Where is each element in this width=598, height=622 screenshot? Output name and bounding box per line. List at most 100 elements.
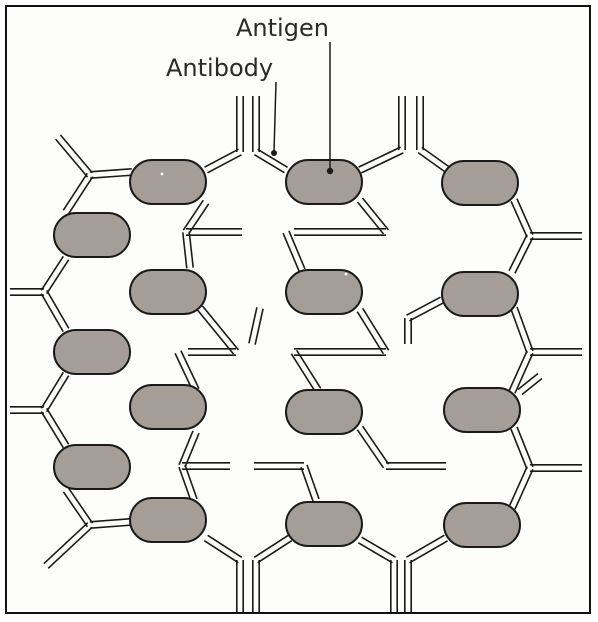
- antibody-strand: [188, 231, 194, 268]
- antigen: [129, 497, 207, 543]
- antibody-arm: [294, 347, 386, 357]
- antibody-strand: [290, 353, 316, 393]
- antibody-arm: [178, 464, 198, 502]
- antigen: [53, 329, 131, 375]
- antibody-strand: [248, 307, 258, 344]
- antibody-label: Antibody: [166, 54, 273, 82]
- antibody-strand: [40, 411, 64, 449]
- antibody-strand: [253, 534, 289, 558]
- antibody-strand: [521, 377, 543, 396]
- antibody-arm: [54, 134, 94, 178]
- antibody-lattice: [10, 96, 582, 612]
- antibody-arm: [300, 464, 320, 502]
- antibody-arm: [530, 463, 582, 473]
- antigen: [285, 159, 363, 205]
- antibody-strand: [406, 296, 441, 316]
- antibody-strand: [207, 534, 243, 558]
- antibody-strand: [184, 432, 200, 468]
- antibody-strand: [405, 534, 445, 558]
- antigen: [443, 502, 521, 548]
- antibody-strand: [508, 466, 528, 508]
- antigen: [441, 271, 519, 317]
- antigen: [129, 269, 207, 315]
- antibody-strand: [62, 491, 89, 528]
- antibody-strand: [47, 526, 93, 569]
- antibody-strand: [282, 232, 300, 272]
- antibody-arm: [10, 287, 44, 297]
- antibody-arm: [248, 307, 264, 345]
- antibody-arm: [62, 172, 94, 215]
- antigen-cluster: [53, 159, 521, 548]
- antibody-strand: [514, 352, 534, 394]
- antibody-strand: [508, 350, 528, 392]
- antibody-strand: [89, 518, 130, 523]
- antibody-arm: [196, 305, 240, 355]
- antibody-arm: [10, 405, 44, 415]
- antibody-arm: [40, 289, 70, 333]
- antibody-arm: [203, 534, 243, 564]
- antibody-strand: [89, 168, 132, 173]
- antibody-strand: [46, 289, 70, 329]
- antibody-arm: [282, 230, 306, 272]
- antibody-arm: [508, 234, 534, 274]
- antibody-strand: [361, 197, 390, 231]
- antibody-arm: [356, 307, 390, 355]
- antibody-strand: [357, 542, 393, 564]
- antibody-arm: [517, 372, 543, 396]
- antibody-arm: [386, 461, 446, 471]
- antibody-strand: [182, 232, 188, 269]
- antibody-strand: [514, 237, 534, 274]
- antibody-strand: [40, 255, 64, 291]
- antibody-strand: [46, 259, 70, 295]
- antibody-strand: [417, 151, 447, 174]
- antibody-arm: [43, 522, 93, 569]
- antibody-strand: [184, 464, 198, 500]
- antibody-strand: [54, 138, 89, 178]
- antibody-strand: [361, 536, 397, 558]
- antibody-arm: [182, 231, 194, 269]
- antibody-arm: [182, 461, 230, 471]
- antibody-strand: [517, 372, 539, 391]
- antibody-strand: [204, 148, 239, 168]
- antibody-strand: [361, 425, 390, 465]
- antibody-strand: [178, 466, 192, 502]
- antibody-strand: [514, 468, 534, 510]
- antibody-arm: [356, 425, 390, 469]
- antibody-strand: [362, 307, 390, 351]
- antibody-strand: [510, 428, 528, 470]
- antibody-strand: [203, 540, 239, 564]
- antibody-strand: [296, 349, 322, 389]
- antibody-arm: [62, 487, 94, 528]
- antibody-strand: [253, 154, 285, 174]
- antibody-arm: [415, 96, 425, 150]
- antibody-strand: [182, 199, 204, 231]
- antigen-pointer-dot: [326, 167, 334, 175]
- antibody-strand: [90, 524, 131, 529]
- antigen-highlight: [344, 272, 348, 276]
- antibody-strand: [46, 407, 70, 445]
- antibody-strand: [300, 466, 314, 502]
- antigen: [129, 384, 207, 430]
- antibody-arm: [389, 560, 399, 612]
- antibody-strand: [409, 540, 449, 564]
- antibody-arm: [403, 318, 413, 344]
- annotations: Antigen Antibody: [166, 14, 334, 175]
- antibody-arm: [236, 560, 244, 612]
- antibody-arm: [397, 96, 407, 150]
- antibody-arm: [403, 560, 413, 612]
- antibody-strand: [288, 230, 306, 270]
- antibody-arm: [357, 536, 397, 564]
- antibody-strand: [356, 429, 385, 469]
- antigen: [285, 501, 363, 547]
- antibody-arm: [254, 461, 304, 471]
- antibody-arm: [417, 146, 451, 174]
- antigen: [129, 159, 207, 205]
- antibody-strand: [257, 148, 289, 168]
- antibody-arm: [406, 296, 444, 322]
- antibody-arm: [253, 148, 289, 174]
- antigen: [285, 389, 363, 435]
- antibody-pointer-line: [273, 81, 277, 153]
- antigen-label: Antigen: [236, 14, 329, 42]
- antibody-strand: [257, 540, 293, 564]
